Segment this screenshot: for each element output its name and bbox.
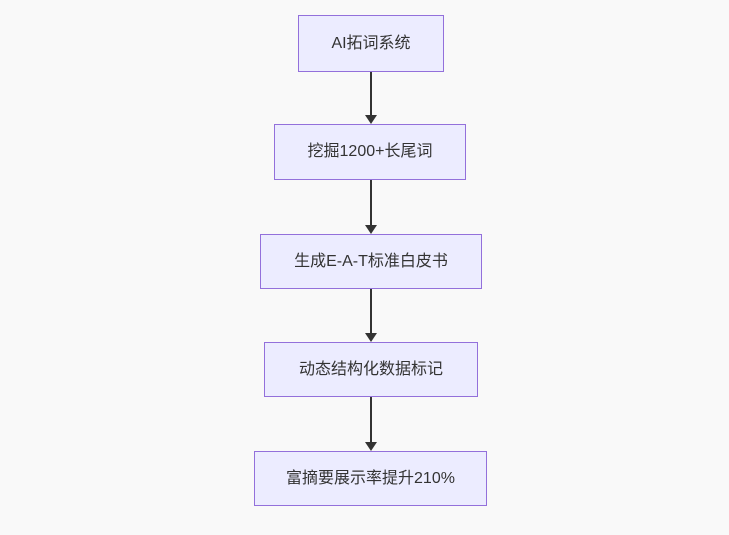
arrow-head-icon xyxy=(365,333,377,342)
node-label: 动态结构化数据标记 xyxy=(298,360,443,378)
flow-node-structured-data-markup: 动态结构化数据标记 xyxy=(264,342,478,397)
flow-arrow-4 xyxy=(365,397,377,451)
arrow-head-icon xyxy=(365,442,377,451)
arrow-line xyxy=(370,180,372,226)
flow-node-eat-whitepaper: 生成E-A-T标准白皮书 xyxy=(260,234,482,289)
arrow-line xyxy=(370,397,372,443)
arrow-head-icon xyxy=(365,225,377,234)
arrow-head-icon xyxy=(365,115,377,124)
flow-node-rich-snippet-rate: 富摘要展示率提升210% xyxy=(254,451,487,506)
node-label: 挖掘1200+长尾词 xyxy=(307,143,433,161)
node-label: AI拓词系统 xyxy=(331,34,411,52)
node-label: 生成E-A-T标准白皮书 xyxy=(294,252,448,270)
arrow-line xyxy=(370,72,372,116)
arrow-line xyxy=(370,289,372,334)
node-label: 富摘要展示率提升210% xyxy=(286,469,455,487)
flow-arrow-3 xyxy=(365,289,377,342)
flow-node-longtail-mining: 挖掘1200+长尾词 xyxy=(274,124,466,180)
flow-arrow-1 xyxy=(365,72,377,124)
flow-arrow-2 xyxy=(365,180,377,234)
flow-node-ai-keyword-system: AI拓词系统 xyxy=(298,15,444,72)
